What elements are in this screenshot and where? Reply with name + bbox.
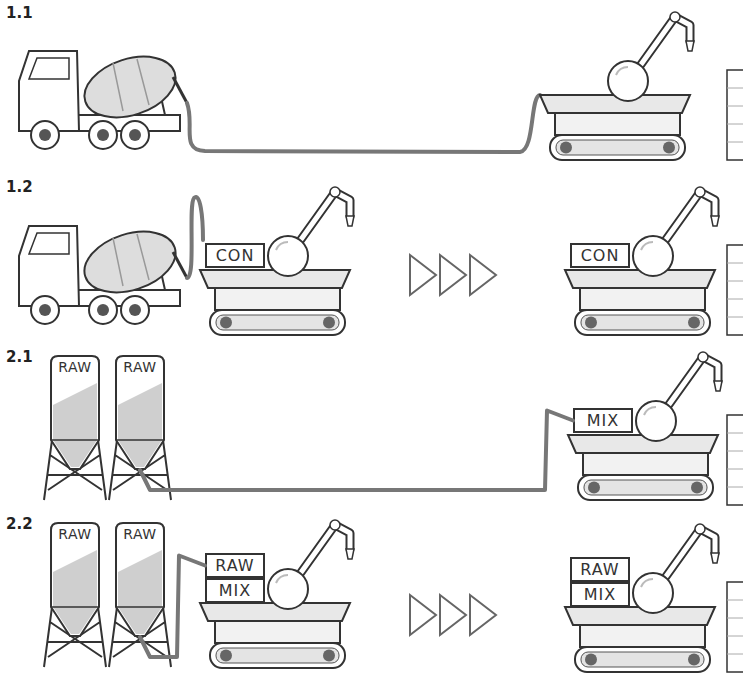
box-label: CON: [581, 248, 620, 264]
silo-contents: [53, 550, 97, 634]
step-number: 2.1: [6, 348, 33, 366]
step-number: 2.2: [6, 515, 33, 533]
silo-label: RAW: [115, 526, 165, 542]
box-label: RAW: [215, 558, 254, 574]
printed-wall: [727, 582, 743, 672]
material-box: RAW: [570, 557, 630, 582]
material-box: CON: [570, 243, 630, 268]
silo-node: RAW: [115, 522, 165, 637]
box-label: MIX: [584, 587, 616, 603]
printing-robot: [540, 12, 694, 160]
silo-contents: [53, 383, 97, 467]
hose: [187, 95, 540, 152]
mixer-truck: [19, 221, 187, 324]
silo-body: [51, 356, 99, 469]
printed-wall: [727, 70, 743, 160]
silo-contents: [118, 383, 162, 467]
silo-node: RAW: [115, 355, 165, 470]
flow-arrow: [440, 255, 466, 295]
silo-seam: [116, 439, 164, 441]
silo-seam: [116, 606, 164, 608]
step-number: 1.2: [6, 178, 33, 196]
silo-label: RAW: [50, 526, 100, 542]
box-label: MIX: [587, 413, 619, 429]
flow-arrow: [410, 595, 436, 635]
box-label: CON: [216, 248, 255, 264]
printing-robot: [568, 352, 722, 500]
flow-arrow: [440, 595, 466, 635]
silo-node: RAW: [50, 522, 100, 637]
box-label: MIX: [219, 583, 251, 599]
hose-connector: [140, 411, 573, 491]
printing-robot: [565, 187, 719, 335]
silo-body: [116, 523, 164, 636]
printed-wall: [727, 415, 743, 505]
printing-robot: [565, 524, 719, 672]
silo-node: RAW: [50, 355, 100, 470]
silo-seam: [51, 606, 99, 608]
material-box: MIX: [205, 578, 265, 603]
silo-body: [51, 523, 99, 636]
flow-arrow: [470, 255, 496, 295]
flow-arrow: [410, 255, 436, 295]
step-number: 1.1: [6, 4, 33, 22]
hose-connector: [140, 556, 205, 658]
silo-label: RAW: [115, 359, 165, 375]
printed-wall: [727, 245, 743, 335]
material-box: MIX: [573, 408, 633, 433]
material-box: MIX: [570, 582, 630, 607]
flow-arrow: [470, 595, 496, 635]
silo-seam: [51, 439, 99, 441]
material-box: RAW: [205, 553, 265, 578]
material-box: CON: [205, 243, 265, 268]
silo-contents: [118, 550, 162, 634]
printing-robot: [200, 520, 354, 668]
box-label: RAW: [580, 562, 619, 578]
hose: [187, 197, 203, 278]
silo-body: [116, 356, 164, 469]
silo-label: RAW: [50, 359, 100, 375]
mixer-truck: [19, 46, 187, 149]
printing-robot: [200, 187, 354, 335]
